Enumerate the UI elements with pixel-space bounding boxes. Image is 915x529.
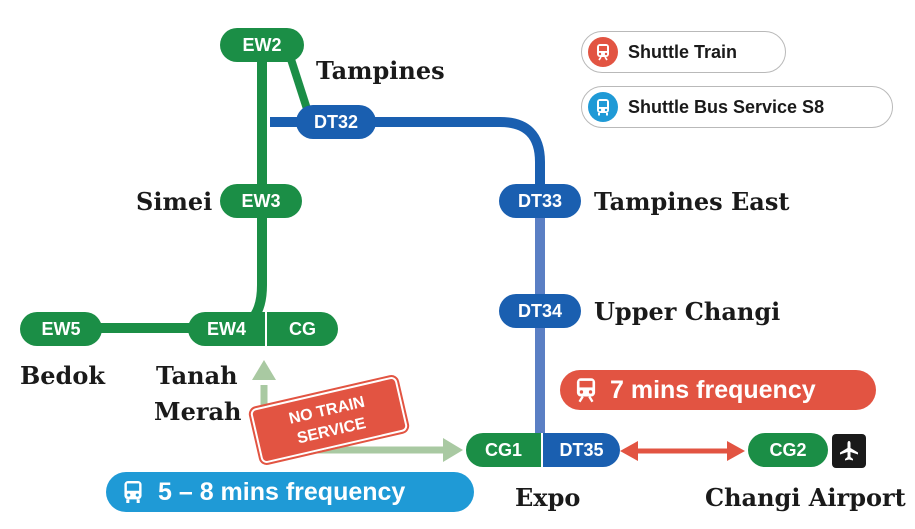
legend-shuttle-train-label: Shuttle Train <box>628 41 738 62</box>
station-badge-ew2: EW2 <box>220 28 304 62</box>
station-code-dt35: DT35 <box>543 433 620 467</box>
station-name-tampines: Tampines <box>316 56 445 85</box>
dt-line <box>270 117 545 202</box>
station-name-merah: Merah <box>154 397 242 426</box>
station-badge-ew3: EW3 <box>220 184 302 218</box>
station-badge-dt34: DT34 <box>499 294 581 328</box>
train-frequency-text: 7 mins frequency <box>610 375 816 404</box>
bus-frequency-text: 5 – 8 mins frequency <box>158 477 406 506</box>
bus-icon <box>124 481 142 503</box>
station-name-tampines-east: Tampines East <box>594 187 790 216</box>
train-icon <box>588 37 618 67</box>
station-badge-dt33: DT33 <box>499 184 581 218</box>
station-badge-dt32: DT32 <box>296 105 376 139</box>
station-name-expo: Expo <box>515 483 581 512</box>
station-badge-cg2: CG2 <box>748 433 828 467</box>
station-name-upper-changi: Upper Changi <box>594 297 781 326</box>
station-code-ew4: EW4 <box>188 312 267 346</box>
station-badge-ew4-cg: EW4 CG <box>188 312 338 346</box>
bus-route-arrow-right <box>443 438 463 462</box>
station-code-cg1: CG1 <box>466 433 543 467</box>
legend-shuttle-bus-label: Shuttle Bus Service S8 <box>628 96 825 117</box>
station-name-changi-airport: Changi Airport <box>705 483 906 512</box>
train-frequency-pill: 7 mins frequency <box>560 370 876 410</box>
station-name-bedok: Bedok <box>20 361 105 390</box>
station-badge-cg1-dt35: CG1 DT35 <box>466 433 620 467</box>
station-name-tanah: Tanah <box>156 361 238 390</box>
station-code-cg: CG <box>289 319 316 339</box>
shuttle-train-arrow-right <box>727 441 745 461</box>
train-icon <box>576 378 596 403</box>
legend-shuttle-bus: Shuttle Bus Service S8 <box>581 86 893 128</box>
shuttle-train-arrow-left <box>620 441 638 461</box>
bus-frequency-pill: 5 – 8 mins frequency <box>106 472 474 512</box>
station-badge-ew5: EW5 <box>20 312 102 346</box>
legend-shuttle-train: Shuttle Train <box>581 31 786 73</box>
station-name-simei: Simei <box>136 187 213 216</box>
bus-icon <box>588 92 618 122</box>
bus-route-arrow-up <box>252 360 276 380</box>
airplane-icon <box>832 434 866 468</box>
